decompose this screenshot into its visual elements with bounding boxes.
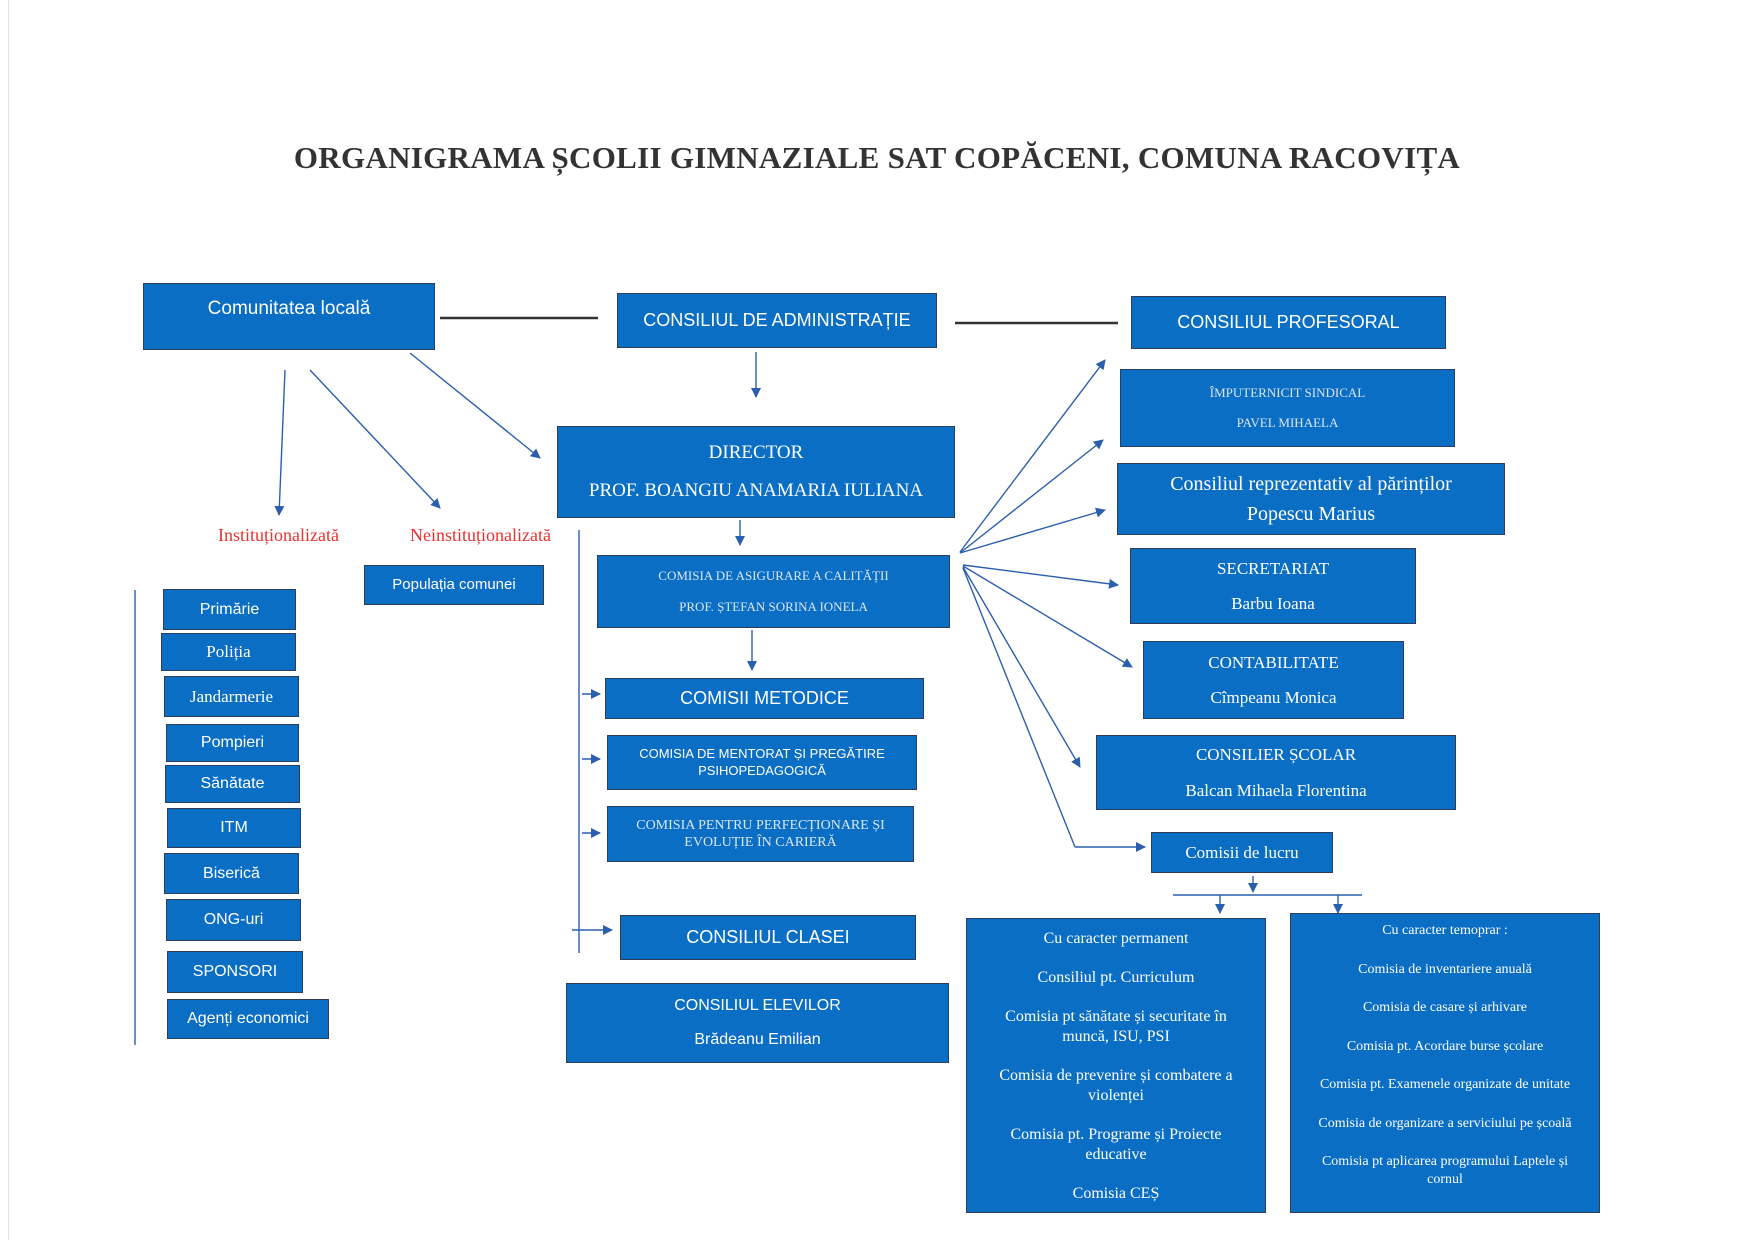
- secretariat-name: Barbu Ioana: [1231, 594, 1315, 613]
- institution-label: Pompieri: [200, 734, 265, 751]
- arrow-community-director: [409, 352, 541, 459]
- consiliul-elevilor-name: Brădeanu Emilian: [694, 1031, 821, 1048]
- secretariat-title: SECRETARIAT: [1217, 558, 1329, 578]
- consiliul-profesoral-label: CONSILIUL PROFESORAL: [1177, 312, 1400, 333]
- consiliul-administratie-label: CONSILIUL DE ADMINISTRAȚIE: [643, 310, 911, 331]
- arrow-calitate-consilier: [962, 566, 1081, 768]
- caracter-temporar-box: Cu caracter temoprar : Comisia de invent…: [1290, 913, 1600, 1213]
- populatia-comunei-box: Populația comunei: [364, 565, 544, 605]
- permanent-item: Comisia pt sănătate și securitate în mun…: [1005, 1008, 1227, 1045]
- secretariat-box: SECRETARIAT Barbu Ioana: [1130, 548, 1416, 624]
- temporar-item: Comisia de inventariere anuală: [1358, 961, 1532, 977]
- institution-sponsori: SPONSORI: [167, 951, 303, 993]
- temporar-heading: Cu caracter temoprar :: [1382, 923, 1508, 938]
- arrow-community-inst: [274, 369, 286, 516]
- arrow-calitate-secretariat: [962, 564, 1119, 589]
- comisii-metodice-label: COMISII METODICE: [680, 688, 849, 709]
- consiliul-clasei-box: CONSILIUL CLASEI: [620, 915, 916, 960]
- imputernicit-sindical-name: PAVEL MIHAELA: [1236, 415, 1339, 430]
- institution-biserica: Biserică: [164, 853, 299, 894]
- institution-label: SPONSORI: [192, 963, 278, 980]
- comisia-perfectionare-label: COMISIA PENTRU PERFECȚIONARE ȘI EVOLUȚIE…: [636, 817, 885, 851]
- comisia-calitate-name: PROF. ȘTEFAN SORINA IONELA: [679, 598, 868, 614]
- imputernicit-sindical-box: ÎMPUTERNICIT SINDICAL PAVEL MIHAELA: [1120, 369, 1455, 447]
- institution-primarie: Primărie: [163, 589, 296, 630]
- arrow-calitate-profesoral: [959, 359, 1106, 553]
- line-calitate-lucru: [962, 567, 1076, 848]
- permanent-item: Consiliul pt. Curriculum: [1037, 969, 1195, 986]
- permanent-item: Comisia pt. Programe și Proiecte educati…: [1010, 1126, 1222, 1163]
- arrow-community-neinst: [309, 369, 441, 509]
- comunitatea-locala-label: Comunitatea locală: [207, 298, 371, 319]
- consiliul-elevilor-box: CONSILIUL ELEVILOR Brădeanu Emilian: [566, 983, 949, 1063]
- institution-label: Agenți economici: [187, 1010, 309, 1027]
- institution-label: Sănătate: [200, 775, 265, 792]
- comisia-calitate-box: COMISIA DE ASIGURARE A CALITĂȚII PROF. Ș…: [597, 555, 950, 628]
- consiliul-clasei-label: CONSILIUL CLASEI: [686, 927, 850, 948]
- contabilitate-box: CONTABILITATE Cîmpeanu Monica: [1143, 641, 1404, 719]
- contabilitate-name: Cîmpeanu Monica: [1210, 688, 1337, 707]
- institution-label: ITM: [220, 819, 248, 836]
- temporar-item: Comisia de organizare a serviciului pe ș…: [1318, 1115, 1572, 1131]
- temporar-item: Comisia pt aplicarea programului Laptele…: [1321, 1154, 1569, 1187]
- institutionalizata-label: Instituționalizată: [218, 525, 339, 545]
- consiliul-parinti-title: Consiliul reprezentativ al părinților: [1170, 472, 1452, 495]
- comisii-lucru-label: Comisii de lucru: [1185, 842, 1299, 862]
- consiliul-administratie-box: CONSILIUL DE ADMINISTRAȚIE: [617, 293, 937, 348]
- consilier-scolar-title: CONSILIER ȘCOLAR: [1195, 745, 1357, 765]
- consiliul-elevilor-title: CONSILIUL ELEVILOR: [674, 997, 841, 1014]
- comisia-mentorat-box: COMISIA DE MENTORAT ȘI PREGĂTIRE PSIHOPE…: [607, 735, 917, 790]
- arrow-calitate-contabilitate: [962, 565, 1133, 668]
- page-edge: [8, 0, 9, 1240]
- consiliul-parinti-box: Consiliul reprezentativ al părinților Po…: [1117, 463, 1505, 535]
- arrow-calitate-imputernicit: [959, 439, 1104, 554]
- consilier-scolar-box: CONSILIER ȘCOLAR Balcan Mihaela Florenti…: [1096, 735, 1456, 810]
- institution-pompieri: Pompieri: [166, 724, 299, 762]
- comisia-mentorat-label: COMISIA DE MENTORAT ȘI PREGĂTIRE PSIHOPE…: [639, 746, 885, 778]
- comisii-metodice-box: COMISII METODICE: [605, 678, 924, 719]
- comisii-lucru-box: Comisii de lucru: [1151, 832, 1333, 873]
- institution-politia: Poliția: [161, 633, 296, 671]
- director-name: PROF. BOANGIU ANAMARIA IULIANA: [588, 480, 924, 501]
- permanent-heading: Cu caracter permanent: [1043, 930, 1189, 947]
- temporar-item: Comisia de casare și arhivare: [1362, 1000, 1528, 1015]
- consiliul-profesoral-box: CONSILIUL PROFESORAL: [1131, 296, 1446, 349]
- consiliul-parinti-name: Popescu Marius: [1246, 502, 1376, 525]
- arrow-calitate-parinti: [959, 507, 1106, 554]
- institution-label: Jandarmerie: [189, 686, 274, 706]
- director-box: DIRECTOR PROF. BOANGIU ANAMARIA IULIANA: [557, 426, 955, 518]
- neinstitutionalizata-label: Neinstituționalizată: [410, 525, 551, 545]
- institution-jandarmerie: Jandarmerie: [164, 676, 299, 717]
- institution-ong: ONG-uri: [166, 899, 301, 941]
- caracter-permanent-box: Cu caracter permanent Consiliul pt. Curr…: [966, 918, 1266, 1213]
- comisia-calitate-title: COMISIA DE ASIGURARE A CALITĂȚII: [658, 568, 889, 584]
- institution-sanatate: Sănătate: [165, 765, 300, 803]
- contabilitate-title: CONTABILITATE: [1208, 652, 1339, 672]
- institution-agenti: Agenți economici: [167, 999, 329, 1039]
- temporar-item: Comisia pt. Acordare burse școlare: [1346, 1038, 1544, 1054]
- imputernicit-sindical-title: ÎMPUTERNICIT SINDICAL: [1209, 384, 1366, 400]
- institution-label: Primărie: [199, 600, 260, 618]
- permanent-item: Comisia de prevenire și combatere a viol…: [999, 1067, 1233, 1104]
- permanent-item: Comisia CEȘ: [1072, 1185, 1160, 1202]
- populatia-comunei-label: Populația comunei: [392, 575, 516, 593]
- consilier-scolar-name: Balcan Mihaela Florentina: [1185, 780, 1367, 800]
- institution-itm: ITM: [167, 808, 301, 848]
- director-title: DIRECTOR: [708, 442, 804, 464]
- temporar-item: Comisia pt. Examenele organizate de unit…: [1319, 1077, 1571, 1092]
- institution-label: Poliția: [206, 642, 251, 662]
- comunitatea-locala-box: Comunitatea locală: [143, 283, 435, 350]
- comisia-perfectionare-box: COMISIA PENTRU PERFECȚIONARE ȘI EVOLUȚIE…: [607, 806, 914, 862]
- institution-label: Biserică: [203, 864, 260, 882]
- institution-label: ONG-uri: [203, 911, 264, 928]
- page-title: ORGANIGRAMA ȘCOLII GIMNAZIALE SAT COPĂCE…: [293, 140, 1461, 175]
